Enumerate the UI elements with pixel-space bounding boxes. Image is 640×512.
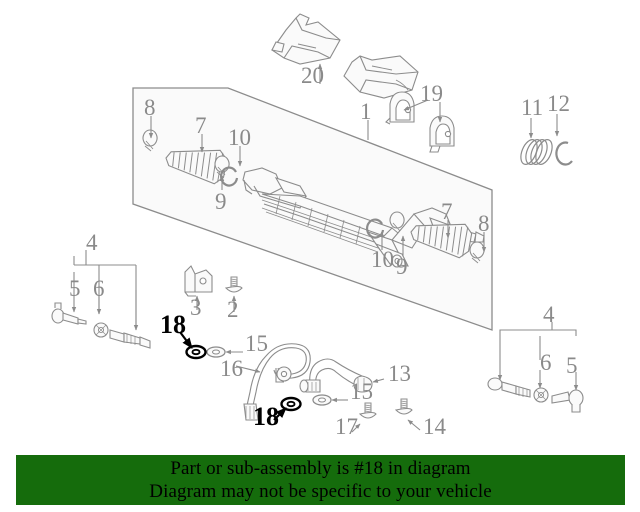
- leader-18-upper: [179, 331, 193, 349]
- heat-shield-clip-19b: [429, 115, 455, 153]
- callout-9-left: 9: [215, 189, 227, 214]
- leader-19a: [403, 99, 429, 111]
- bracket-3: [184, 265, 213, 297]
- callout-18-upper: 18: [160, 310, 186, 339]
- callout-12: 12: [547, 91, 570, 116]
- leader-17: [351, 423, 361, 433]
- callout-20: 20: [301, 63, 324, 88]
- bolt-17: [359, 402, 377, 419]
- callout-5-right: 5: [566, 353, 578, 378]
- spring-11: [520, 139, 553, 165]
- callout-14: 14: [423, 414, 446, 439]
- callout-2: 2: [227, 297, 239, 322]
- callout-6-left: 6: [93, 276, 105, 301]
- callout-13: 13: [388, 361, 411, 386]
- heat-shield-1: [343, 55, 419, 99]
- callout-8-left: 8: [144, 95, 156, 120]
- callout-3: 3: [190, 295, 202, 320]
- callout-5-left: 5: [69, 276, 81, 301]
- callout-8-right: 8: [478, 211, 490, 236]
- callout-leaders: [148, 63, 560, 256]
- banner-line-2: Diagram may not be specific to your vehi…: [149, 481, 492, 502]
- banner-line-1: Part or sub-assembly is #18 in diagram: [170, 458, 471, 479]
- callout-6-right: 6: [540, 350, 552, 375]
- callout-18-lower: 18: [253, 402, 279, 431]
- callout-7-right: 7: [441, 199, 453, 224]
- callout-10-left: 10: [228, 125, 251, 150]
- leader-14: [407, 419, 421, 431]
- tie-rod-group-left: [51, 250, 151, 349]
- callout-11: 11: [521, 95, 544, 120]
- callout-7-left: 7: [195, 113, 207, 138]
- bolt-14: [395, 398, 413, 415]
- diagram-caption-banner: Part or sub-assembly is #18 in diagram D…: [16, 455, 625, 505]
- callout-10-right: 10: [371, 247, 394, 272]
- callout-15-lower: 15: [350, 379, 373, 404]
- leader-13: [372, 378, 385, 383]
- callout-4-left: 4: [86, 230, 98, 255]
- return-line-16: [243, 343, 311, 421]
- callout-16: 16: [220, 356, 243, 381]
- inner-tie-rod-left: [109, 329, 151, 349]
- callout-1: 1: [360, 99, 372, 124]
- jam-nut-6-left: [93, 322, 109, 338]
- seal-washer-15b: [312, 394, 332, 406]
- callout-17: 17: [335, 414, 358, 439]
- callout-15-upper: 15: [245, 331, 268, 356]
- pressure-line-13: [299, 358, 373, 393]
- callout-9-right: 9: [396, 254, 408, 279]
- callout-4-right: 4: [543, 302, 555, 327]
- outer-tie-rod-end-right: [551, 389, 584, 413]
- tie-rod-group-right: [487, 322, 584, 413]
- callout-19: 19: [420, 81, 443, 106]
- leader-18-lower: [273, 407, 287, 421]
- retainer-ring-12: [555, 141, 573, 166]
- seal-washer-18-upper: [185, 344, 207, 360]
- inner-tie-rod-right: [487, 377, 531, 398]
- heat-shield-20: [271, 13, 341, 65]
- jam-nut-6-right: [533, 387, 549, 403]
- bolt-2: [225, 276, 243, 293]
- leader-16: [235, 365, 261, 373]
